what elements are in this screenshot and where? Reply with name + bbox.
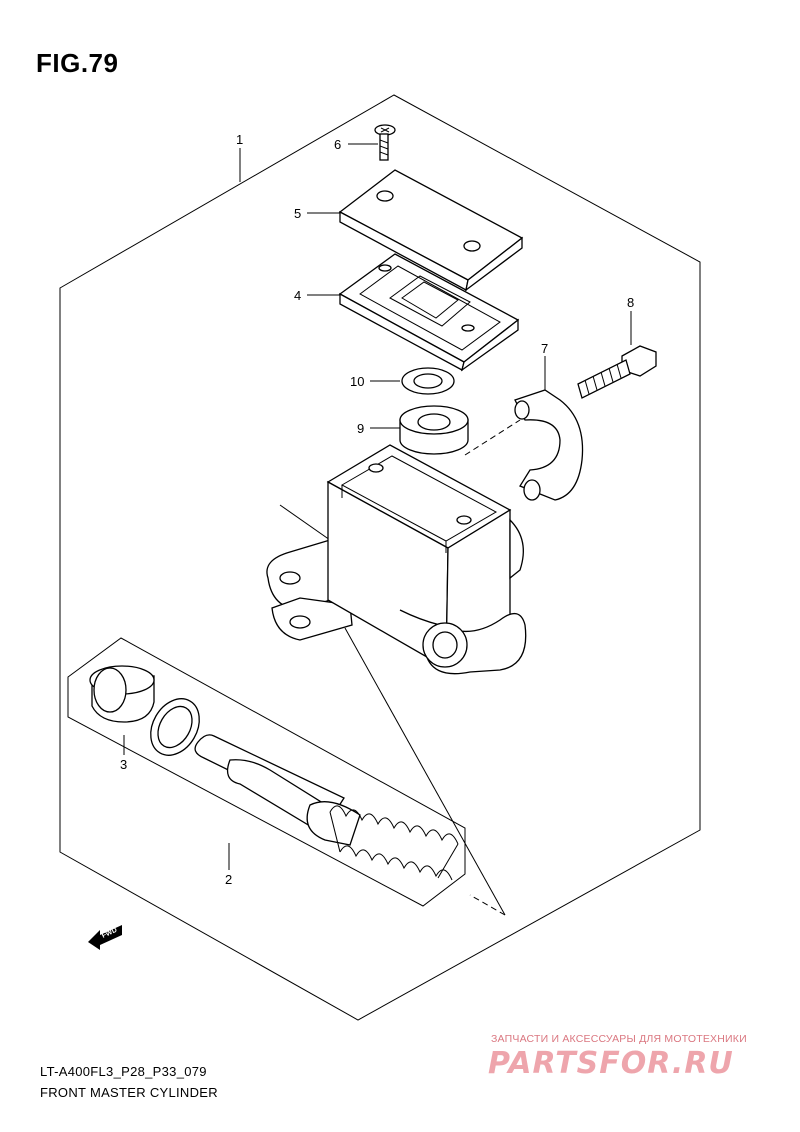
callout-8: 8 — [627, 295, 634, 310]
washer-part — [401, 367, 455, 395]
piston-part — [194, 734, 361, 846]
master-cylinder-body — [266, 444, 527, 675]
watermark-tagline: ЗАПЧАСТИ И АКСЕССУАРЫ ДЛЯ МОТОТЕХНИКИ — [491, 1033, 747, 1045]
cup-part — [89, 665, 155, 723]
callout-10: 10 — [350, 374, 364, 389]
clamp-part — [514, 389, 584, 501]
spring-part — [329, 805, 459, 881]
callout-4: 4 — [294, 288, 301, 303]
callout-9: 9 — [357, 421, 364, 436]
figure-title: FIG.79 — [36, 48, 119, 78]
kit-boundary — [67, 637, 466, 907]
diagram-code: LT-A400FL3_P28_P33_079 — [40, 1064, 207, 1079]
callout-1: 1 — [236, 132, 243, 147]
boot-part — [399, 405, 469, 455]
callout-5: 5 — [294, 206, 301, 221]
diaphragm-part — [338, 253, 520, 372]
assembly-boundary — [59, 94, 701, 1021]
circlip-part — [150, 698, 200, 756]
callout-6: 6 — [334, 137, 341, 152]
diagram-caption: FRONT MASTER CYLINDER — [40, 1085, 218, 1100]
callout-3: 3 — [120, 757, 127, 772]
watermark-brand: PARTSFOR.RU — [488, 1046, 734, 1081]
fwd-arrow-icon: FWD — [88, 925, 122, 950]
callout-2: 2 — [225, 872, 232, 887]
reservoir-cap-part — [338, 169, 524, 292]
screw-part — [374, 124, 396, 161]
callout-7: 7 — [541, 341, 548, 356]
bolt-part — [577, 345, 657, 399]
